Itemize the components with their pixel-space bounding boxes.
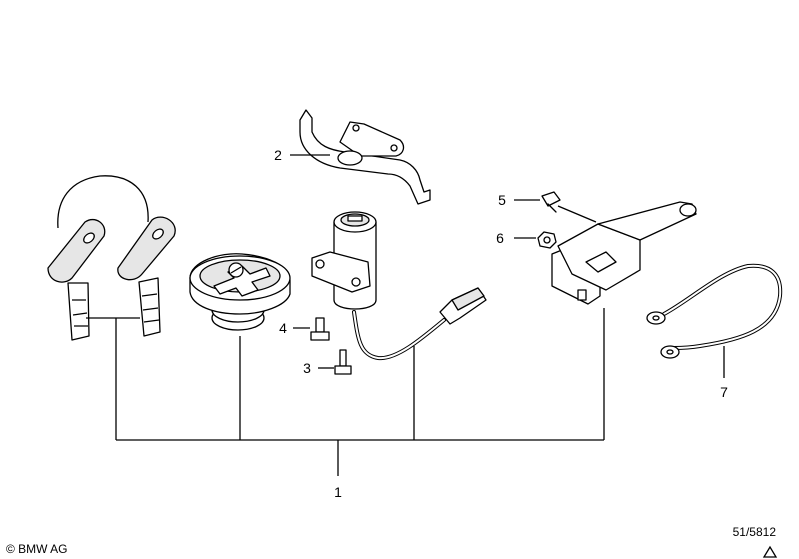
callout-2: 2 (274, 147, 282, 163)
screw-5 (541, 191, 561, 213)
switch-unit (551, 201, 697, 305)
callout-1: 1 (334, 484, 342, 500)
screw-3 (334, 349, 352, 375)
diagram-number: 51/5812 (733, 525, 777, 539)
triangle-icon (762, 545, 778, 558)
callout-4: 4 (279, 320, 287, 336)
fuel-tank-cap (189, 253, 291, 331)
leader-lines (86, 154, 725, 476)
ignition-switch (311, 211, 487, 361)
screw-4 (310, 317, 330, 341)
nut-6 (537, 231, 557, 249)
callout-5: 5 (498, 192, 506, 208)
keys-with-ring (47, 175, 176, 341)
bracket (299, 109, 431, 205)
copyright-text: © BMW AG (6, 542, 68, 556)
callout-7: 7 (720, 384, 728, 400)
ground-cable (646, 263, 783, 359)
callout-6: 6 (496, 230, 504, 246)
callout-3: 3 (303, 360, 311, 376)
